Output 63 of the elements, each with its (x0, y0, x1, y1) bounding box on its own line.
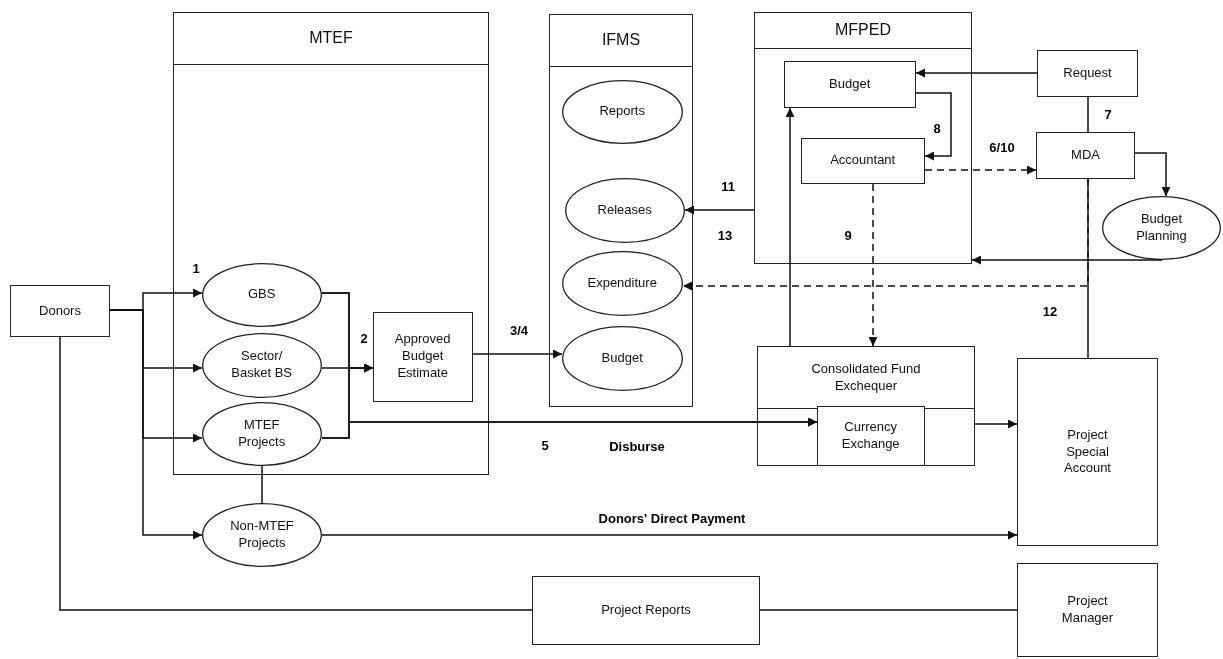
process-ellipse (1102, 196, 1221, 260)
arrow (472, 349, 563, 359)
process-ellipse (561, 79, 683, 144)
process-box (1017, 563, 1158, 657)
arrow (109, 309, 203, 540)
swimlane-container (173, 12, 489, 475)
node-label: Sector/ Basket BS (230, 348, 294, 383)
node-label: Project Manager (1060, 593, 1115, 627)
container-heading: MTEF (174, 13, 488, 65)
node-label: Project Special Account (1063, 426, 1112, 478)
process-box (532, 576, 760, 645)
node-label: Budget Planning (1135, 211, 1188, 245)
process-box (1036, 132, 1135, 179)
process-box (1037, 50, 1138, 97)
node-label: Accountant (830, 152, 896, 170)
arrow (974, 419, 1018, 429)
process-ellipse (201, 401, 322, 466)
node-label: Request (1063, 65, 1112, 82)
connector-line (759, 609, 1018, 611)
process-box (10, 285, 110, 337)
arrow (321, 417, 818, 439)
process-ellipse (201, 262, 322, 327)
node-label: Expenditure (587, 274, 657, 292)
container-heading: IFMS (550, 15, 692, 67)
arrow (1134, 152, 1171, 197)
container-heading: MFPED (755, 13, 971, 49)
node-label: MDA (1071, 147, 1100, 164)
connector-line (261, 465, 263, 504)
arrow (868, 183, 878, 347)
process-ellipse (561, 325, 683, 391)
process-ellipse (564, 177, 685, 243)
node-label: Currency Exchange (840, 418, 901, 453)
node-label: Approved Budget Estimate (393, 331, 452, 382)
process-box (1017, 358, 1158, 546)
process-ellipse (202, 503, 322, 567)
node-label: GBS (247, 286, 276, 304)
swimlane-container (549, 14, 693, 407)
node-label: Project Reports (601, 602, 691, 619)
swimlane-container (754, 12, 972, 264)
connector-line (1087, 178, 1089, 359)
node-label: Budget (829, 75, 871, 93)
fund-box (757, 346, 975, 466)
arrow (915, 68, 1038, 78)
connector-line (1087, 96, 1089, 133)
process-ellipse (561, 250, 683, 316)
connector-line (59, 336, 533, 611)
node-label: Donors (39, 302, 81, 320)
node-label: Releases (597, 201, 652, 219)
arrow (785, 107, 795, 347)
process-ellipse (201, 332, 322, 398)
node-label: Budget (601, 349, 643, 367)
arrow (321, 530, 1018, 540)
arrow (684, 205, 755, 215)
process-box (816, 405, 925, 466)
process-box (800, 137, 925, 184)
arrow (915, 92, 952, 161)
process-box (783, 60, 916, 108)
node-label: MTEF Projects (237, 416, 287, 451)
arrow (924, 165, 1037, 175)
process-box (372, 311, 473, 402)
node-label: Non-MTEF Projects (229, 518, 295, 552)
arrow (971, 255, 1163, 265)
node-label: Reports (599, 103, 645, 121)
